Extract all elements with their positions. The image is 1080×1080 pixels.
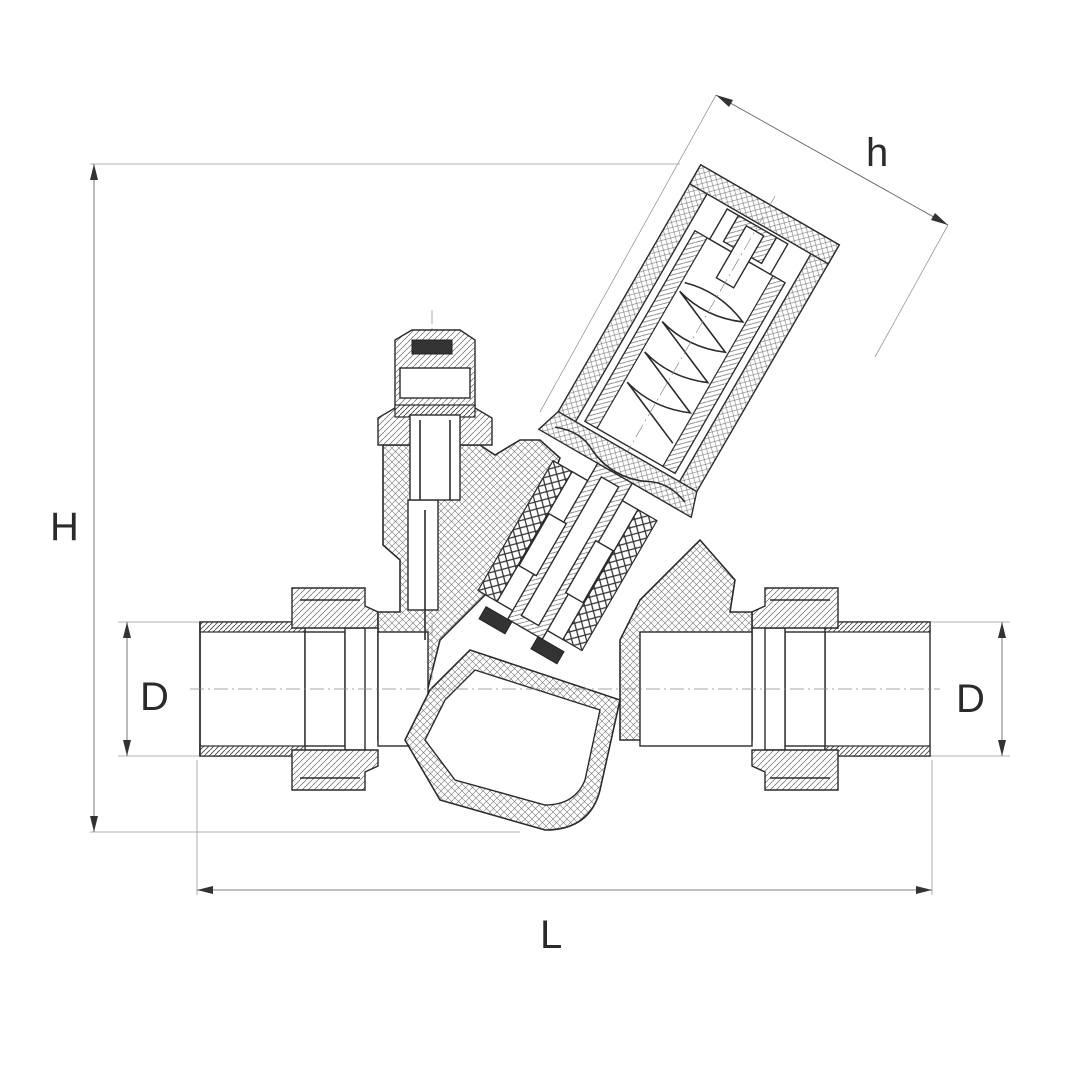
dimension-h-label: h [866,131,888,175]
dimension-D-right-label: D [956,677,985,721]
dimension-L-label: L [540,913,562,957]
dimension-H-label: H [50,505,79,549]
left-union-nut [291,587,379,791]
dimension-D-left-label: D [140,675,169,719]
gauge-port [377,310,493,680]
bonnet-assembly [477,163,841,665]
right-union-nut [751,587,839,791]
dimension-lines [90,94,1010,895]
